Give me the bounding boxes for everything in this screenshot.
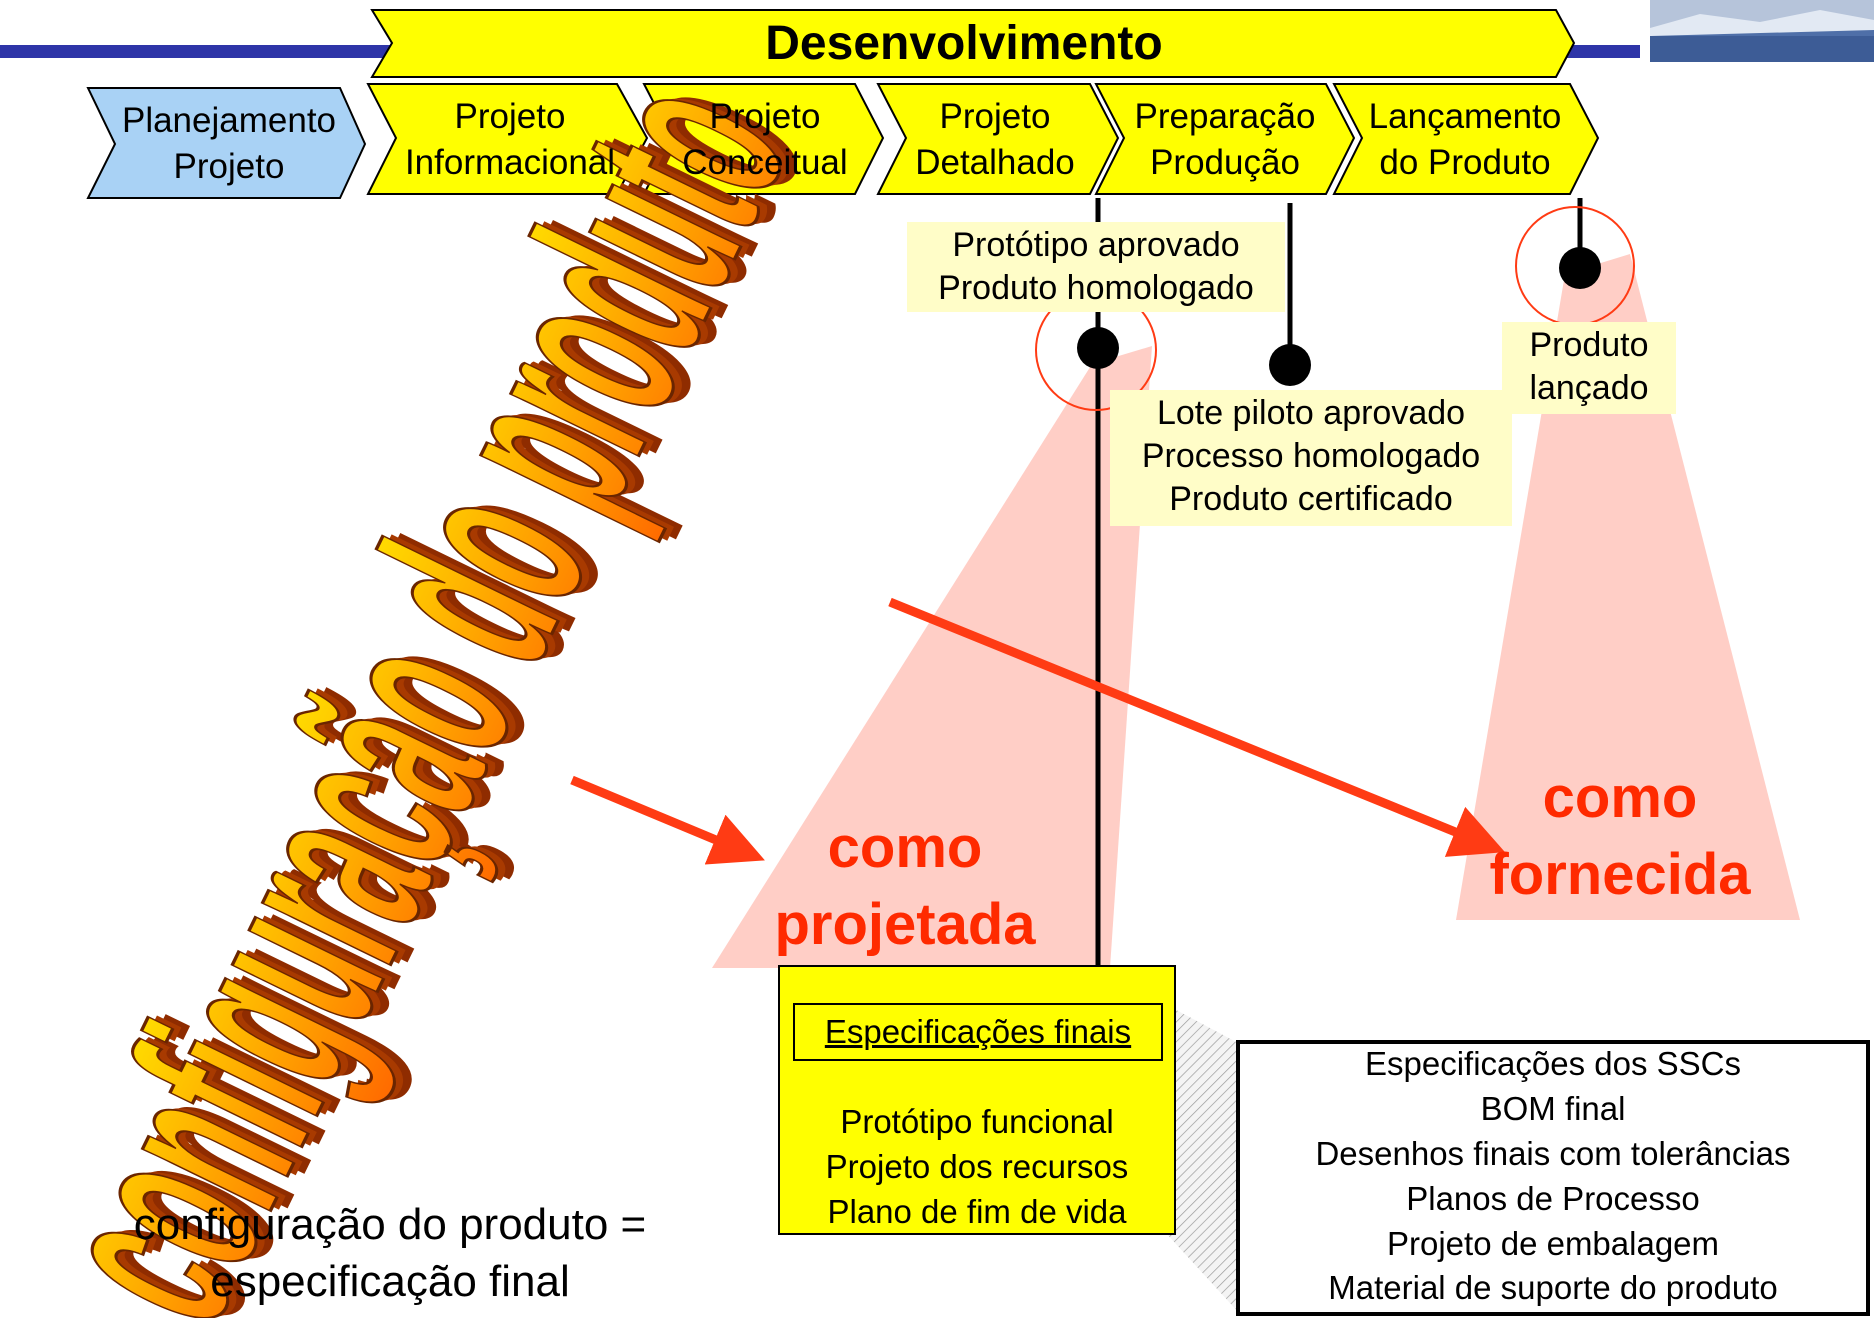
detail-box-frame bbox=[1236, 1040, 1870, 1316]
detail-box-item: Planos de Processo bbox=[1406, 1179, 1700, 1217]
spec-box-item: Projeto dos recursos bbox=[825, 1147, 1129, 1185]
stage-label-line: Informacional bbox=[404, 142, 616, 182]
detail-box-item: Material de suporte do produto bbox=[1328, 1269, 1778, 1307]
svg-text:configuração do produto: configuração do produto bbox=[0, 38, 842, 1318]
milestone-label-line: Protótipo aprovado bbox=[952, 226, 1240, 264]
development-banner-label: Desenvolvimento bbox=[765, 17, 1163, 70]
footnote-line: configuração do produto = bbox=[133, 1200, 647, 1249]
milestone-label-line: Lote piloto aprovado bbox=[1156, 394, 1466, 432]
wordart-configuracao: configuração do produto configuração do … bbox=[0, 35, 859, 1318]
stage-label-line: Detalhado bbox=[915, 142, 1075, 182]
stage-chevron-planejamento bbox=[86, 87, 367, 199]
beam-label-fornecida: como fornecida bbox=[1460, 760, 1780, 913]
spec-box-frame bbox=[778, 965, 1176, 1235]
stage-label-detalhado: Projeto Detalhado bbox=[890, 94, 1100, 185]
milestone-dot-preparacao bbox=[1269, 344, 1311, 386]
footnote-line: especificação final bbox=[210, 1257, 570, 1307]
corner-photo bbox=[1650, 0, 1874, 62]
spec-box-title: Especificações finais bbox=[824, 1013, 1132, 1050]
stage-chevron-lancamento bbox=[1332, 83, 1600, 195]
milestone-label-preparacao: Lote piloto aprovado Processo homologado… bbox=[1110, 390, 1512, 527]
detail-box-items: Especificações dos SSCs BOM final Desenh… bbox=[1238, 1042, 1868, 1311]
spec-box-item: Protótipo funcional bbox=[840, 1103, 1114, 1140]
beam-label-line: como bbox=[827, 815, 983, 880]
stage-label-line: do Produto bbox=[1379, 142, 1551, 182]
stage-label-informacional: Projeto Informacional bbox=[385, 94, 635, 185]
footnote: configuração do produto = especificação … bbox=[40, 1196, 740, 1310]
milestone-label-line: Produto homologado bbox=[938, 268, 1254, 307]
stage-label-line: Projeto bbox=[454, 97, 566, 136]
stage-label-line: Projeto bbox=[939, 97, 1051, 136]
milestone-label-lancamento: Produto lançado bbox=[1502, 322, 1676, 414]
stage-chevron-preparacao bbox=[1094, 83, 1356, 195]
stage-label-planejamento: Planejamento Projeto bbox=[104, 98, 354, 189]
stage-chevron-informacional bbox=[366, 83, 649, 195]
stage-chevron-conceitual bbox=[642, 83, 885, 195]
stage-label-line: Lançamento bbox=[1368, 97, 1562, 136]
detail-box-item: Especificações dos SSCs bbox=[1364, 1045, 1741, 1082]
milestone-label-detalhado: Protótipo aprovado Produto homologado bbox=[907, 222, 1285, 312]
stage-label-line: Projeto bbox=[173, 146, 285, 186]
stage-label-lancamento: Lançamento do Produto bbox=[1345, 94, 1585, 185]
beam-projetada bbox=[712, 346, 1152, 968]
stage-label-line: Produção bbox=[1150, 142, 1300, 182]
milestone-label-line: Produto bbox=[1529, 326, 1649, 364]
milestone-label-line: Processo homologado bbox=[1141, 436, 1481, 475]
development-banner bbox=[370, 9, 1576, 78]
milestone-label-line: Produto certificado bbox=[1169, 479, 1453, 518]
milestone-label-line: lançado bbox=[1529, 368, 1649, 407]
detail-box-item: BOM final bbox=[1480, 1089, 1626, 1127]
stage-label-line: Conceitual bbox=[682, 142, 848, 182]
stage-label-line: Preparação bbox=[1134, 97, 1316, 136]
hatched-connector bbox=[1165, 1004, 1240, 1314]
beam-label-line: como bbox=[1542, 765, 1698, 830]
stage-label-preparacao: Preparação Produção bbox=[1110, 94, 1340, 185]
beam-fornecida bbox=[1456, 254, 1800, 920]
stage-chevron-detalhado bbox=[876, 83, 1120, 195]
arrow-to-projetada bbox=[570, 775, 765, 865]
beam-label-line: fornecida bbox=[1489, 841, 1751, 907]
detail-box-item: Desenhos finais com tolerâncias bbox=[1315, 1134, 1791, 1172]
milestone-dot-lancamento bbox=[1559, 247, 1601, 289]
detail-box-item: Projeto de embalagem bbox=[1386, 1224, 1720, 1262]
milestone-dot-detalhado bbox=[1077, 327, 1119, 369]
beam-label-line: projetada bbox=[774, 891, 1036, 957]
spec-box-title-frame bbox=[793, 1003, 1163, 1061]
arrow-to-fornecida bbox=[888, 597, 1506, 857]
spec-box-item: Plano de fim de vida bbox=[827, 1192, 1127, 1230]
stage-label-line: Planejamento bbox=[121, 101, 337, 140]
spec-box-items: Protótipo funcional Projeto dos recursos… bbox=[779, 1100, 1175, 1235]
beam-label-projetada: como projetada bbox=[745, 810, 1065, 963]
stage-label-line: Projeto bbox=[709, 97, 821, 136]
stage-label-conceitual: Projeto Conceitual bbox=[660, 94, 870, 185]
